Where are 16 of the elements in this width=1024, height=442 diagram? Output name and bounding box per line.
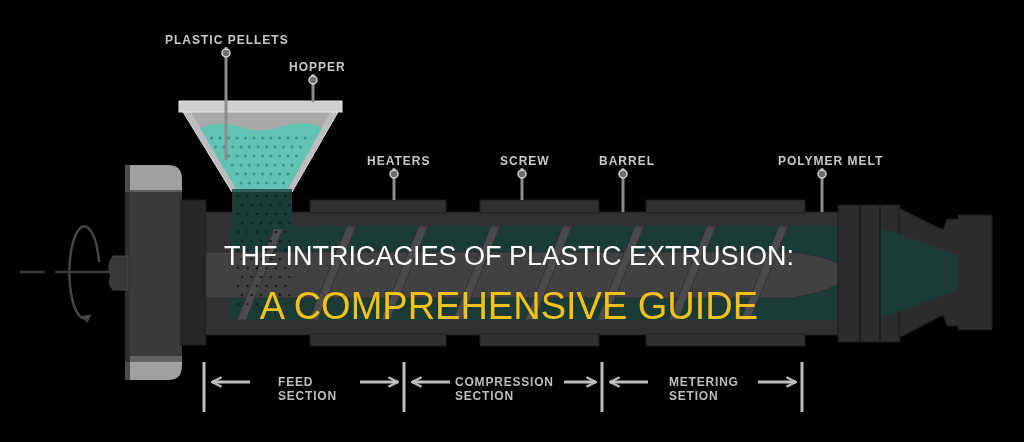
title: THE INTRICACIES OF PLASTIC EXTRUSION: A COMPREHENSIVE GUIDE <box>222 240 796 329</box>
part-label: HOPPER <box>289 60 346 74</box>
leader-line <box>389 168 399 200</box>
section-label: COMPRESSION SECTION <box>455 375 554 403</box>
part-label: BARREL <box>599 154 655 168</box>
leader-line <box>308 74 318 102</box>
part-label: POLYMER MELT <box>778 154 884 168</box>
section-label: FEED SECTION <box>278 375 337 403</box>
part-label: SCREW <box>500 154 550 168</box>
leader-line <box>618 168 628 212</box>
leader-line <box>517 168 527 200</box>
section-label: METERING SETION <box>669 375 739 403</box>
leader-line <box>221 47 231 160</box>
part-label: PLASTIC PELLETS <box>165 33 289 47</box>
leader-line <box>817 168 827 212</box>
part-label: HEATERS <box>367 154 431 168</box>
